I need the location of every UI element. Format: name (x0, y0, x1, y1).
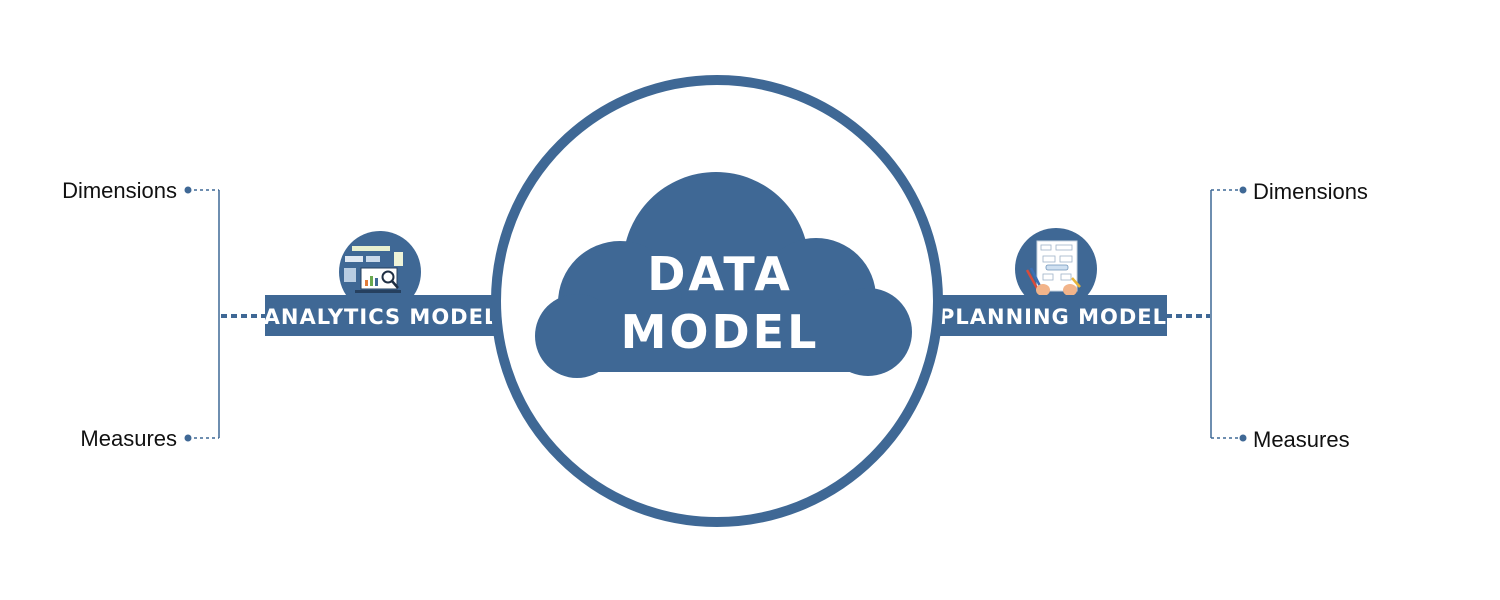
right-connectors (1166, 189, 1242, 439)
analytics-model-banner: ANALYTICS MODEL (264, 295, 501, 336)
left-item-measures: Measures (80, 426, 177, 451)
center-title-line1: DATA (647, 247, 793, 301)
planning-model-label: PLANNING MODEL (939, 305, 1167, 329)
center-title-line2: MODEL (621, 305, 820, 359)
left-connectors (188, 189, 266, 439)
right-item-measures: Measures (1253, 427, 1350, 452)
right-top-bullet (1239, 186, 1247, 194)
analytics-model-label: ANALYTICS MODEL (264, 305, 499, 329)
analytics-dashboard-icon (339, 231, 421, 313)
cloud-icon (535, 172, 912, 378)
planning-model-banner: PLANNING MODEL (936, 295, 1167, 336)
right-item-dimensions: Dimensions (1253, 179, 1368, 204)
left-top-bullet (184, 186, 192, 194)
planning-document-icon (1015, 228, 1097, 310)
right-bottom-bullet (1239, 434, 1247, 442)
left-item-dimensions: Dimensions (62, 178, 177, 203)
left-bottom-bullet (184, 434, 192, 442)
